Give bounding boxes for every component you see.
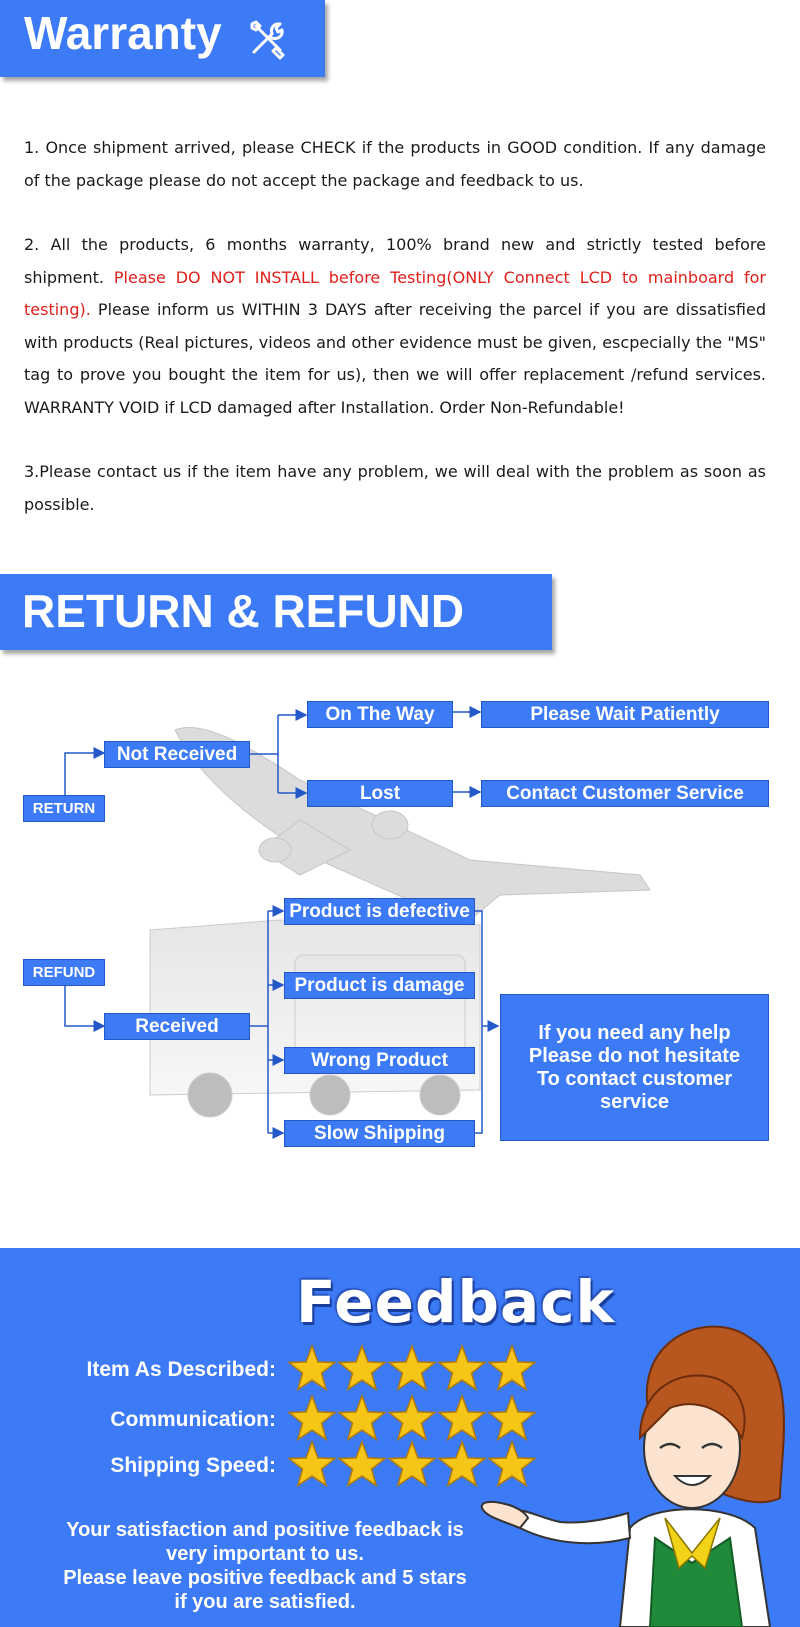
rating-label-shipping-speed: Shipping Speed: (110, 1454, 276, 1477)
rating-stars-communication (287, 1394, 537, 1442)
feedback-message: Your satisfaction and positive feedback … (40, 1518, 490, 1614)
help-line-2: Please do not hesitate (528, 1044, 741, 1067)
star-icon (287, 1394, 337, 1442)
star-icon (487, 1344, 537, 1392)
return-refund-flow-diagram: RETURN Not Received On The Way Please Wa… (0, 700, 800, 1220)
rating-stars-item-described (287, 1344, 537, 1392)
received-box: Received (104, 1013, 250, 1040)
warranty-notice-red: Please DO NOT INSTALL before Testing(ONL… (24, 267, 766, 320)
warranty-paragraph-3: 3.Please contact us if the item have any… (24, 462, 766, 514)
star-icon (437, 1344, 487, 1392)
star-icon (337, 1394, 387, 1442)
warranty-paragraph-2: 2. All the products, 6 months warranty, … (24, 229, 766, 424)
refund-box: REFUND (23, 959, 105, 986)
star-icon (487, 1440, 537, 1488)
return-box: RETURN (23, 795, 105, 822)
return-refund-title: RETURN & REFUND (22, 585, 465, 637)
feedback-section: Feedback Item As Described: Communicatio… (0, 1248, 800, 1627)
star-icon (387, 1440, 437, 1488)
warranty-paragraph-2-end: Please inform us WITHIN 3 DAYS after rec… (24, 300, 766, 417)
please-wait-box: Please Wait Patiently (481, 701, 769, 728)
warranty-title: Warranty (24, 7, 222, 59)
rating-label-communication: Communication: (110, 1408, 276, 1431)
contact-customer-service-box: Contact Customer Service (481, 780, 769, 807)
warranty-paragraph-2-start: 2. All the products, 6 months warranty, … (24, 235, 766, 287)
product-defective-box: Product is defective (284, 898, 475, 925)
star-icon (337, 1440, 387, 1488)
warranty-paragraph-1: 1. Once shipment arrived, please CHECK i… (24, 138, 766, 190)
help-line-3: To contact customer service (536, 1067, 733, 1113)
customer-service-girl-illustration (480, 1325, 785, 1627)
star-icon (337, 1344, 387, 1392)
product-damage-box: Product is damage (284, 972, 475, 999)
warranty-banner: Warranty (0, 0, 325, 77)
airplane-illustration (174, 726, 651, 921)
feedback-title: Feedback (296, 1268, 616, 1336)
help-line-1: If you need any help (538, 1021, 731, 1044)
star-icon (387, 1344, 437, 1392)
feedback-message-line-1: Your satisfaction and positive feedback … (66, 1519, 464, 1541)
rating-stars-shipping-speed (287, 1440, 537, 1488)
on-the-way-box: On The Way (307, 701, 453, 728)
star-icon (287, 1344, 337, 1392)
not-received-box: Not Received (104, 741, 250, 768)
rating-label-item-described: Item As Described: (86, 1358, 276, 1381)
feedback-message-line-4: if you are satisfied. (174, 1591, 356, 1613)
lost-box: Lost (307, 780, 453, 807)
feedback-message-line-2: very important to us. (166, 1543, 364, 1565)
star-icon (287, 1440, 337, 1488)
slow-shipping-box: Slow Shipping (284, 1120, 475, 1147)
wrong-product-box: Wrong Product (284, 1047, 475, 1074)
star-icon (437, 1394, 487, 1442)
tools-icon (250, 20, 285, 60)
help-contact-box: If you need any help Please do not hesit… (500, 994, 769, 1141)
star-icon (387, 1394, 437, 1442)
star-icon (487, 1394, 537, 1442)
feedback-message-line-3: Please leave positive feedback and 5 sta… (63, 1567, 467, 1589)
star-icon (437, 1440, 487, 1488)
return-refund-banner: RETURN & REFUND (0, 574, 552, 650)
